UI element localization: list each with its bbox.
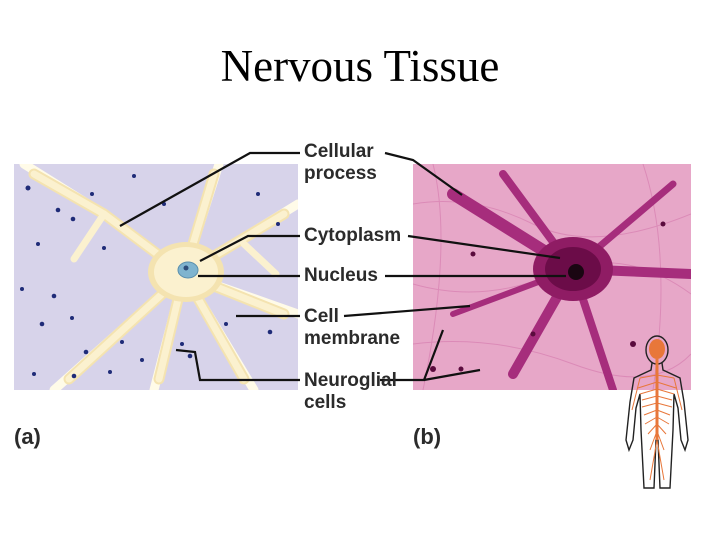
- nucleus-illustration: [177, 261, 199, 279]
- label-cytoplasm: Cytoplasm: [304, 225, 402, 246]
- human-body-nervous-system-icon: [625, 335, 689, 489]
- panel-label-a: (a): [14, 424, 41, 449]
- panel-label-b: (b): [413, 424, 442, 449]
- label-cell-membrane: Cell membrane: [304, 306, 401, 349]
- slide-title: Nervous Tissue: [220, 41, 500, 91]
- nucleus-micrograph: [568, 264, 584, 280]
- label-nucleus: Nucleus: [304, 265, 378, 286]
- label-neuroglial-cells: Neuroglial cells: [304, 370, 397, 413]
- label-cellular-process: Cellular process: [304, 141, 377, 184]
